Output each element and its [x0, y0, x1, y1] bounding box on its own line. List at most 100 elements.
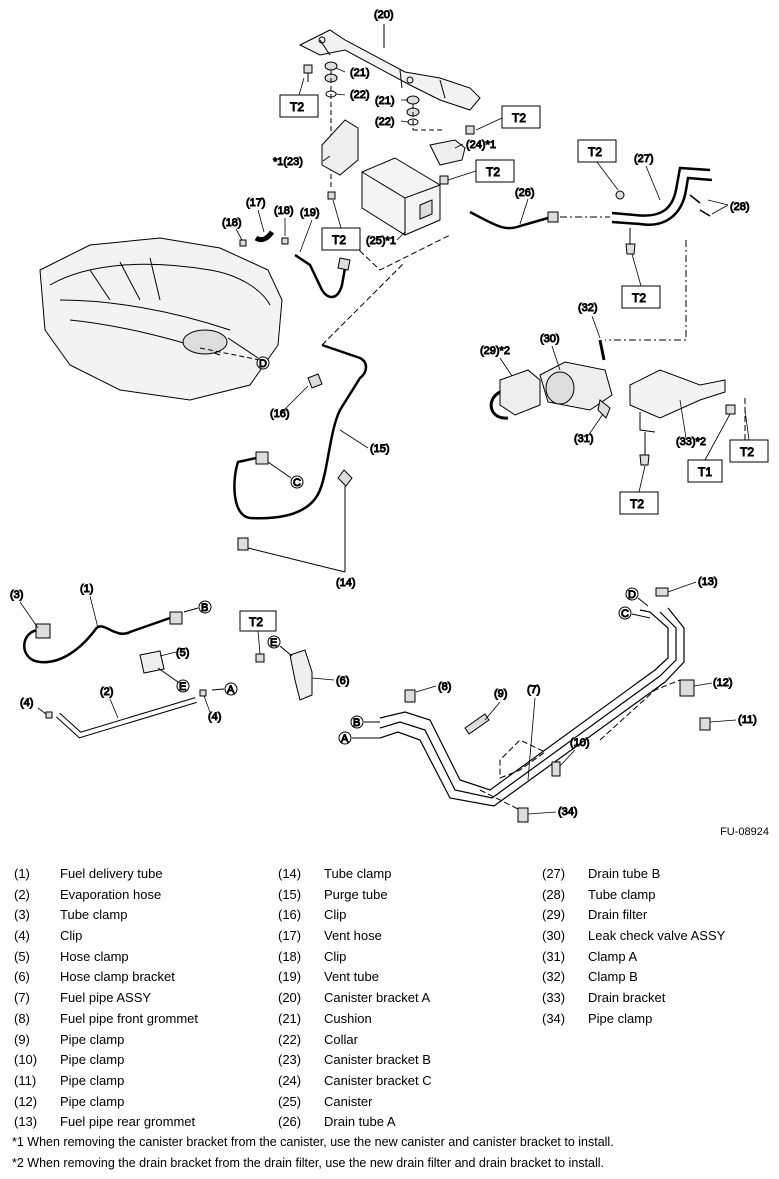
canister-bracket-c-drawing — [429, 139, 466, 166]
callout-19: (19) — [300, 207, 320, 219]
legend-item-number: (17) — [278, 928, 302, 944]
svg-text:T2: T2 — [486, 165, 500, 179]
legend-item-name: Vent tube — [324, 969, 379, 985]
legend-item: (3)Tube clamp — [14, 905, 198, 926]
legend-item: (27)Drain tube B — [542, 864, 725, 885]
legend-item-number: (14) — [278, 866, 302, 881]
legend-item-name: Drain tube A — [324, 1114, 396, 1130]
legend-item: (18) Clip — [278, 947, 432, 968]
vent-tube-drawing — [294, 253, 347, 299]
canister-bracket-a-drawing — [298, 24, 481, 111]
torque-box-t2: T2 — [729, 439, 769, 463]
svg-text:T2: T2 — [290, 100, 304, 114]
legend-item-name: Leak check valve ASSY — [588, 928, 726, 944]
canister-drawing — [339, 157, 451, 271]
legend-item: (9)Pipe clamp — [14, 1030, 198, 1051]
torque-box-t2: T2 — [577, 139, 617, 163]
callout-21: (21) — [375, 95, 395, 107]
legend-item-number: (21) — [278, 1010, 302, 1026]
legend-item-number: (25) — [278, 1093, 302, 1109]
legend-item: (21) Cushion — [278, 1009, 432, 1030]
figure-code: FU-08924 — [720, 826, 769, 838]
svg-text:T2: T2 — [332, 233, 346, 247]
footnotes: *1 When removing the canister bracket fr… — [12, 1132, 614, 1174]
callout-4: (4) — [20, 697, 33, 709]
svg-text:C: C — [293, 477, 301, 489]
leak-check-valve-drawing — [539, 339, 613, 419]
torque-box-t2: T2 — [475, 159, 515, 183]
svg-text:T2: T2 — [740, 445, 754, 459]
legend-item-name: Fuel pipe front grommet — [60, 1010, 199, 1026]
footnote-2: *2 When removing the drain bracket from … — [12, 1156, 604, 1170]
legend-item-name: Hose clamp — [60, 948, 129, 964]
legend-item-name: Cushion — [324, 1010, 372, 1026]
legend-item: (30)Leak check valve ASSY — [542, 926, 725, 947]
torque-box-t2: T2 — [621, 285, 661, 309]
svg-text:T2: T2 — [588, 145, 602, 159]
legend-item-name: Canister — [324, 1093, 373, 1109]
legend-item: (2)Evaporation hose — [14, 885, 198, 906]
callout-16: (16) — [270, 408, 290, 420]
legend-item-number: (29) — [542, 907, 566, 923]
legend-item-name: Clamp A — [588, 948, 638, 964]
callout-24: (24)*1 — [466, 139, 496, 151]
legend-item: (12)Pipe clamp — [14, 1092, 198, 1113]
purge-tube-drawing — [233, 261, 406, 573]
legend-item-name: Fuel pipe ASSY — [60, 990, 152, 1006]
legend-item-number: (31) — [542, 948, 566, 964]
callout-13: (13) — [698, 576, 718, 588]
legend-item: (10) Pipe clamp — [14, 1050, 198, 1071]
legend-item: (23)Canister bracket B — [278, 1050, 432, 1071]
legend-item-number: (10) — [14, 1052, 38, 1068]
callout-20: (20) — [374, 9, 394, 21]
torque-box-t1: T1 — [687, 459, 723, 483]
legend-item-name: Hose clamp bracket — [60, 969, 175, 985]
legend-item-number: (1) — [14, 866, 30, 881]
torque-box-t2: T2 — [619, 491, 659, 515]
legend-item: (25) Canister — [278, 1092, 432, 1113]
legend-item-name: Drain bracket — [588, 990, 666, 1006]
callout-21: (21) — [350, 67, 370, 79]
legend-item: (13)Fuel pipe rear grommet — [14, 1112, 198, 1133]
callout-10: (10) — [570, 737, 590, 749]
legend-item-name: Canister bracket C — [324, 1072, 432, 1088]
legend-item-name: Canister bracket A — [324, 990, 431, 1006]
callout-26: (26) — [515, 187, 535, 199]
legend-item-name: Clip — [324, 948, 347, 964]
connector-marker-c: C — [618, 606, 651, 621]
svg-text:A: A — [341, 733, 349, 745]
torque-box-t2: T2 — [501, 105, 541, 129]
callout-3: (3) — [10, 589, 23, 601]
legend-item-number: (27) — [542, 866, 566, 881]
legend-item: (5) Hose clamp — [14, 947, 198, 968]
legend-item-name: Pipe clamp — [60, 1093, 125, 1109]
legend-item: (4)Clip — [14, 926, 198, 947]
connector-marker-b: B — [183, 600, 212, 615]
callout-25: (25)*1 — [366, 235, 396, 247]
legend-item-name: Fuel delivery tube — [60, 866, 163, 881]
callout-15: (15) — [370, 443, 390, 455]
legend-item-number: (5) — [14, 948, 30, 964]
legend-item-number: (15) — [278, 886, 302, 902]
drain-bracket-drawing — [629, 369, 746, 466]
hose-clamp-drawing — [139, 650, 165, 674]
legend-item-name: Collar — [324, 1031, 358, 1047]
legend-item: (34)Pipe clamp — [542, 1009, 725, 1030]
legend-item-number: (19) — [278, 969, 302, 985]
callout-18: (18) — [222, 217, 242, 229]
legend-item: (19) Vent tube — [278, 967, 432, 988]
legend-item-name: Clip — [324, 907, 347, 923]
callout-28: (28) — [730, 201, 750, 213]
vent-hose-drawing — [254, 230, 275, 243]
svg-text:T2: T2 — [512, 111, 526, 125]
legend-item-number: (9) — [14, 1031, 30, 1047]
callout-9: (9) — [494, 688, 507, 700]
legend-item-number: (18) — [278, 948, 302, 964]
legend-item-number: (28) — [542, 886, 566, 902]
footnote-1: *1 When removing the canister bracket fr… — [12, 1135, 614, 1149]
legend-item: (31) Clamp A — [542, 947, 725, 968]
callout-18: (18) — [274, 205, 294, 217]
legend-item-name: Pipe clamp — [60, 1072, 125, 1088]
connector-marker-e: E — [267, 635, 293, 657]
legend-item-name: Pipe clamp — [60, 1052, 125, 1068]
